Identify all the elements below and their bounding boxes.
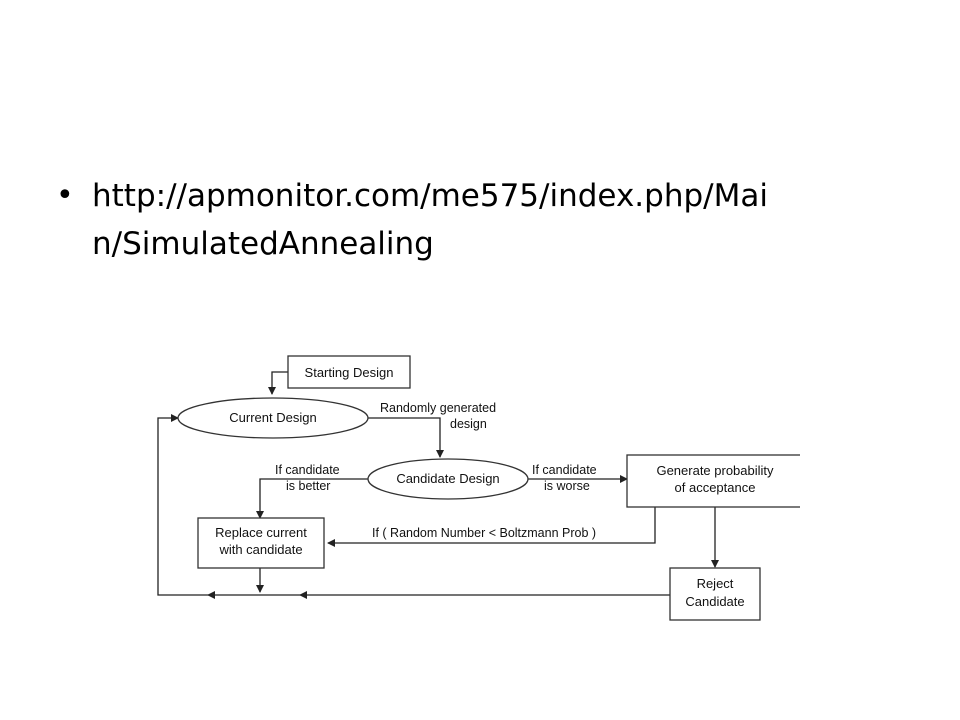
svg-text:If candidate: If candidate <box>275 463 340 477</box>
bullet-item: • http://apmonitor.com/me575/index.php/M… <box>56 172 916 268</box>
svg-text:Generate probability: Generate probability <box>656 463 774 478</box>
node-starting-design: Starting Design <box>287 355 411 389</box>
edge-candidate-to-replace <box>256 478 368 519</box>
svg-text:with candidate: with candidate <box>218 542 302 557</box>
edge-generate-to-replace <box>327 507 656 547</box>
edge-return-to-current <box>157 414 208 596</box>
svg-text:Reject: Reject <box>697 576 734 591</box>
svg-text:design: design <box>450 417 487 431</box>
node-current-design: Current Design <box>177 397 369 439</box>
label-if-worse: If candidate is worse <box>532 463 597 493</box>
url-text[interactable]: http://apmonitor.com/me575/index.php/Mai… <box>92 172 892 268</box>
url-line-2[interactable]: n/SimulatedAnnealing <box>92 226 434 262</box>
simulated-annealing-flowchart: Starting Design Current Design Candidate… <box>157 355 800 621</box>
svg-text:Candidate: Candidate <box>685 594 744 609</box>
svg-text:If ( Random Number < Boltzmann: If ( Random Number < Boltzmann Prob ) <box>372 526 596 540</box>
label-boltzmann: If ( Random Number < Boltzmann Prob ) <box>372 526 596 540</box>
svg-text:Starting Design: Starting Design <box>305 365 394 380</box>
svg-text:of acceptance: of acceptance <box>675 480 756 495</box>
url-line-1[interactable]: http://apmonitor.com/me575/index.php/Mai <box>92 178 768 214</box>
node-reject-candidate: Reject Candidate <box>669 567 761 621</box>
label-randomly-generated: Randomly generated design <box>380 401 496 431</box>
svg-text:is worse: is worse <box>544 479 590 493</box>
bullet-marker: • <box>56 178 74 213</box>
svg-text:Replace current: Replace current <box>215 525 307 540</box>
svg-text:is better: is better <box>286 479 330 493</box>
node-candidate-design: Candidate Design <box>367 458 529 500</box>
svg-text:Candidate Design: Candidate Design <box>396 471 499 486</box>
label-if-better: If candidate is better <box>275 463 340 493</box>
edge-start-to-current <box>268 371 288 395</box>
node-replace-current: Replace current with candidate <box>197 517 325 569</box>
svg-text:Randomly generated: Randomly generated <box>380 401 496 415</box>
svg-text:Current Design: Current Design <box>229 410 316 425</box>
edge-current-to-candidate <box>368 417 444 458</box>
svg-text:If candidate: If candidate <box>532 463 597 477</box>
node-generate-probability: Generate probability of acceptance <box>626 454 800 508</box>
